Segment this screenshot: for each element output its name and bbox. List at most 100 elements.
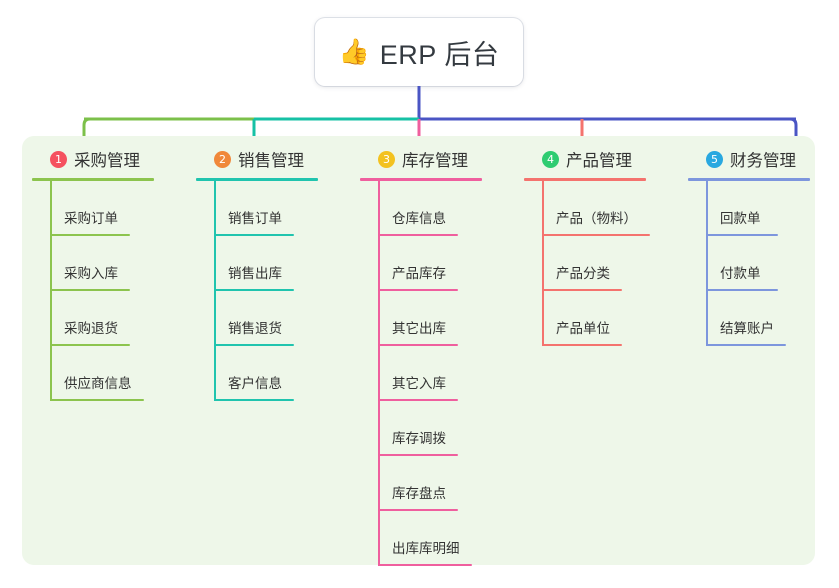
- column-rule-1: [32, 178, 154, 181]
- column-spine-5: [706, 181, 708, 346]
- menu-item-label: 销售退货: [228, 321, 282, 336]
- root-node-title: ERP 后台: [379, 39, 500, 70]
- menu-item-label: 供应商信息: [64, 376, 132, 391]
- column-rule-2: [196, 178, 318, 181]
- menu-item[interactable]: 产品库存: [360, 236, 482, 291]
- menu-item-rule: [542, 234, 650, 236]
- menu-item[interactable]: 客户信息: [196, 346, 318, 401]
- menu-item-label: 采购退货: [64, 321, 118, 336]
- menu-item[interactable]: 出库库明细: [360, 511, 482, 566]
- menu-item-label: 其它出库: [392, 321, 446, 336]
- menu-item[interactable]: 产品（物料）: [524, 181, 650, 236]
- menu-item-label: 采购订单: [64, 211, 118, 226]
- menu-item[interactable]: 库存盘点: [360, 456, 482, 511]
- column-spine-2: [214, 181, 216, 401]
- menu-item-rule: [542, 289, 622, 291]
- column-spine-4: [542, 181, 544, 346]
- column-spine-1: [50, 181, 52, 401]
- column-rule-5: [688, 178, 810, 181]
- thumbs-up-icon: 👍: [338, 37, 370, 66]
- menu-item-rule: [542, 344, 622, 346]
- column-badge-4: 4: [542, 150, 559, 168]
- menu-item-label: 销售出库: [228, 266, 282, 281]
- column-header-5[interactable]: 5 财务管理: [688, 146, 810, 172]
- menu-item[interactable]: 付款单: [688, 236, 810, 291]
- menu-item-rule: [50, 234, 130, 236]
- menu-item[interactable]: 销售出库: [196, 236, 318, 291]
- menu-item[interactable]: 仓库信息: [360, 181, 482, 236]
- column-items-1: 采购订单采购入库采购退货供应商信息: [32, 181, 154, 401]
- column-2: 2 销售管理销售订单销售出库销售退货客户信息: [196, 146, 318, 401]
- menu-item-label: 出库库明细: [392, 541, 460, 556]
- menu-item[interactable]: 产品分类: [524, 236, 646, 291]
- column-title-2: 销售管理: [238, 152, 304, 170]
- menu-item[interactable]: 其它入库: [360, 346, 482, 401]
- column-header-4[interactable]: 4 产品管理: [524, 146, 646, 172]
- menu-item-label: 回款单: [720, 211, 761, 226]
- column-rule-4: [524, 178, 646, 181]
- menu-item-rule: [214, 234, 294, 236]
- column-header-3[interactable]: 3 库存管理: [360, 146, 482, 172]
- menu-item-label: 产品单位: [556, 321, 610, 336]
- menu-item-rule: [214, 399, 294, 401]
- column-4: 4 产品管理产品（物料） 产品分类产品单位: [524, 146, 650, 346]
- menu-item-rule: [378, 454, 458, 456]
- column-title-3: 库存管理: [402, 152, 468, 170]
- menu-item[interactable]: 采购入库: [32, 236, 154, 291]
- column-title-5: 财务管理: [730, 152, 796, 170]
- menu-item[interactable]: 采购退货: [32, 291, 154, 346]
- menu-item[interactable]: 销售退货: [196, 291, 318, 346]
- menu-item[interactable]: 产品单位: [524, 291, 646, 346]
- menu-item-rule: [50, 344, 130, 346]
- column-title-4: 产品管理: [566, 152, 632, 170]
- menu-item-rule: [706, 344, 786, 346]
- column-header-2[interactable]: 2 销售管理: [196, 146, 318, 172]
- menu-item-rule: [378, 344, 458, 346]
- menu-item-rule: [378, 509, 458, 511]
- menu-item-label: 库存调拨: [392, 431, 446, 446]
- menu-item[interactable]: 采购订单: [32, 181, 154, 236]
- menu-item-rule: [50, 289, 130, 291]
- menu-item-label: 其它入库: [392, 376, 446, 391]
- menu-item-label: 仓库信息: [392, 211, 446, 226]
- root-node-card[interactable]: 👍 ERP 后台: [315, 18, 523, 86]
- menu-item[interactable]: 回款单: [688, 181, 810, 236]
- column-items-2: 销售订单销售出库销售退货客户信息: [196, 181, 318, 401]
- menu-item-rule: [378, 289, 458, 291]
- column-rule-3: [360, 178, 482, 181]
- column-spine-3: [378, 181, 380, 566]
- menu-item-label: 库存盘点: [392, 486, 446, 501]
- column-items-5: 回款单付款单结算账户: [688, 181, 810, 346]
- column-5: 5 财务管理回款单付款单结算账户: [688, 146, 810, 346]
- menu-item-label: 产品分类: [556, 266, 610, 281]
- menu-item-rule: [378, 399, 458, 401]
- menu-item-rule: [706, 289, 778, 291]
- column-badge-5: 5: [706, 150, 723, 168]
- menu-item-rule: [378, 234, 458, 236]
- column-items-4: 产品（物料） 产品分类产品单位: [524, 181, 650, 346]
- menu-item-label: 结算账户: [720, 321, 774, 336]
- column-badge-2: 2: [214, 150, 231, 168]
- menu-item-rule: [214, 344, 294, 346]
- menu-item[interactable]: 库存调拨: [360, 401, 482, 456]
- column-title-1: 采购管理: [74, 152, 140, 170]
- menu-item-rule: [706, 234, 778, 236]
- menu-item[interactable]: 其它出库: [360, 291, 482, 346]
- menu-item-label: 销售订单: [228, 211, 282, 226]
- menu-item-label: 付款单: [720, 266, 761, 281]
- menu-item[interactable]: 结算账户: [688, 291, 810, 346]
- menu-item-label: 客户信息: [228, 376, 282, 391]
- menu-item-label: 产品库存: [392, 266, 446, 281]
- column-3: 3 库存管理仓库信息产品库存其它出库其它入库库存调拨库存盘点出库库明细: [360, 146, 482, 566]
- menu-item-rule: [50, 399, 144, 401]
- menu-item-label: 采购入库: [64, 266, 118, 281]
- menu-item[interactable]: 供应商信息: [32, 346, 154, 401]
- menu-item-rule: [378, 564, 472, 566]
- menu-item-label: 产品（物料）: [556, 211, 637, 226]
- column-items-3: 仓库信息产品库存其它出库其它入库库存调拨库存盘点出库库明细: [360, 181, 482, 566]
- column-badge-3: 3: [378, 150, 395, 168]
- diagram-board: [22, 136, 815, 565]
- menu-item[interactable]: 销售订单: [196, 181, 318, 236]
